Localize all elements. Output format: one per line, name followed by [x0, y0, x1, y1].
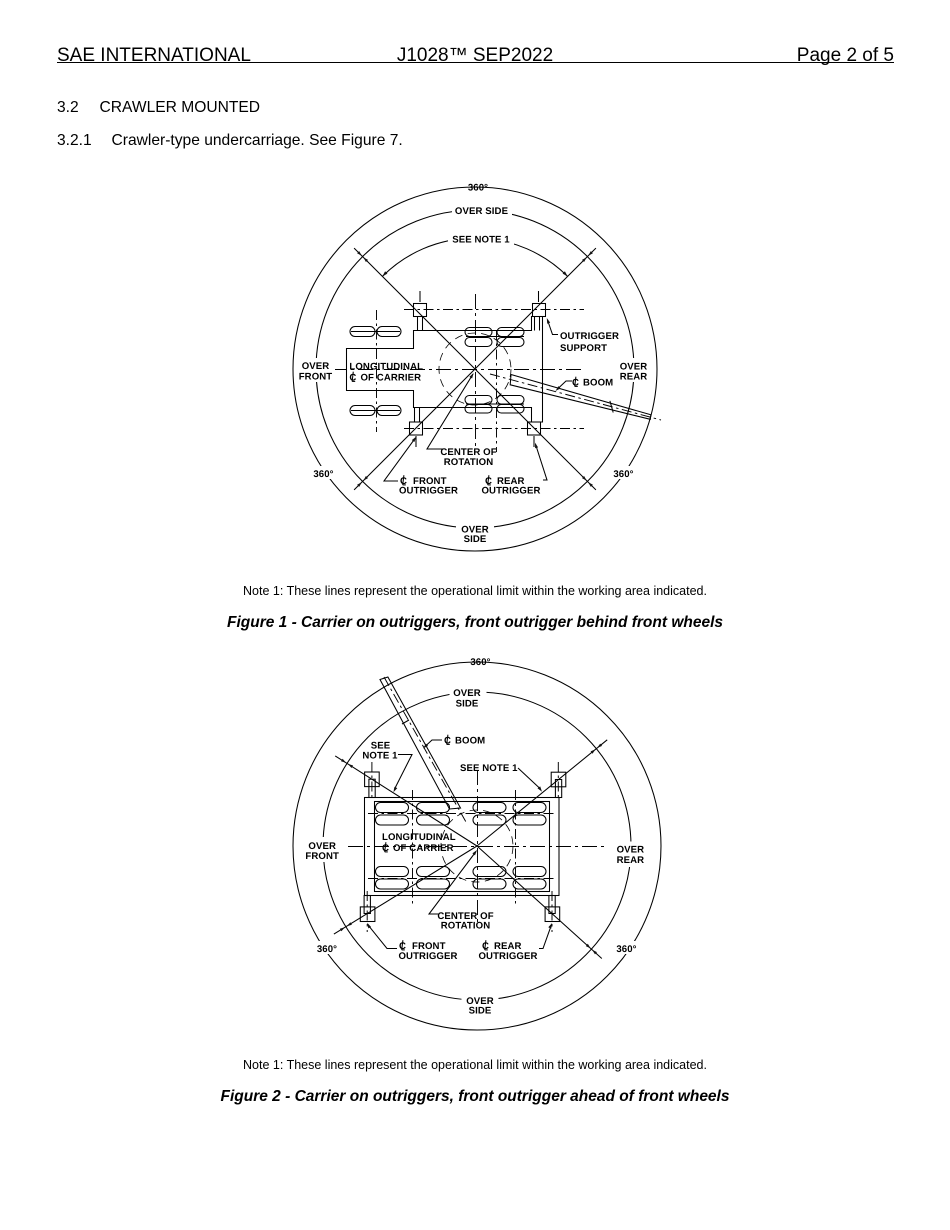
- svg-text:SEE: SEE: [371, 741, 391, 752]
- svg-text:LONGITUDINAL: LONGITUDINAL: [349, 362, 423, 373]
- svg-text:SIDE: SIDE: [469, 1006, 492, 1017]
- svg-text:360°: 360°: [616, 944, 636, 955]
- svg-text:NOTE 1: NOTE 1: [362, 751, 398, 762]
- svg-text:ROTATION: ROTATION: [441, 921, 490, 932]
- svg-text:SEE NOTE 1: SEE NOTE 1: [452, 235, 510, 246]
- svg-text:FRONT: FRONT: [299, 371, 333, 382]
- svg-text:OUTRIGGER: OUTRIGGER: [482, 486, 541, 497]
- svg-text:BOOM: BOOM: [455, 736, 485, 747]
- svg-text:OVER: OVER: [620, 362, 648, 373]
- svg-text:LONGITUDINAL: LONGITUDINAL: [382, 832, 456, 843]
- svg-text:REAR: REAR: [497, 476, 525, 487]
- svg-text:OF CARRIER: OF CARRIER: [393, 843, 454, 854]
- svg-text:360°: 360°: [613, 469, 633, 480]
- svg-text:OVER: OVER: [461, 524, 489, 535]
- svg-text:360°: 360°: [468, 183, 488, 194]
- svg-text:SUPPORT: SUPPORT: [560, 343, 607, 354]
- svg-text:ROTATION: ROTATION: [444, 457, 493, 468]
- svg-text:FRONT: FRONT: [413, 476, 447, 487]
- svg-text:OVER: OVER: [617, 845, 645, 856]
- svg-text:OVER SIDE: OVER SIDE: [455, 206, 509, 217]
- svg-text:360°: 360°: [313, 469, 333, 480]
- svg-text:OUTRIGGER: OUTRIGGER: [560, 331, 619, 342]
- svg-text:360°: 360°: [470, 657, 490, 668]
- svg-text:OF CARRIER: OF CARRIER: [361, 373, 422, 384]
- svg-text:REAR: REAR: [617, 855, 645, 866]
- svg-text:SIDE: SIDE: [456, 699, 479, 710]
- svg-text:SEE NOTE 1: SEE NOTE 1: [460, 763, 518, 774]
- svg-text:SIDE: SIDE: [464, 534, 487, 545]
- svg-text:OUTRIGGER: OUTRIGGER: [399, 486, 458, 497]
- svg-text:360°: 360°: [317, 944, 337, 955]
- svg-text:CENTER OF: CENTER OF: [440, 447, 496, 458]
- svg-text:FRONT: FRONT: [305, 851, 339, 862]
- svg-text:OVER: OVER: [466, 996, 494, 1007]
- svg-text:REAR: REAR: [494, 941, 522, 952]
- svg-text:OUTRIGGER: OUTRIGGER: [399, 951, 458, 962]
- svg-text:OVER: OVER: [453, 688, 481, 699]
- svg-text:BOOM: BOOM: [583, 378, 613, 389]
- svg-text:REAR: REAR: [620, 372, 648, 383]
- svg-text:OUTRIGGER: OUTRIGGER: [479, 951, 538, 962]
- svg-text:OVER: OVER: [308, 841, 336, 852]
- svg-text:FRONT: FRONT: [412, 941, 446, 952]
- svg-text:OVER: OVER: [302, 361, 330, 372]
- svg-text:CENTER OF: CENTER OF: [437, 911, 493, 922]
